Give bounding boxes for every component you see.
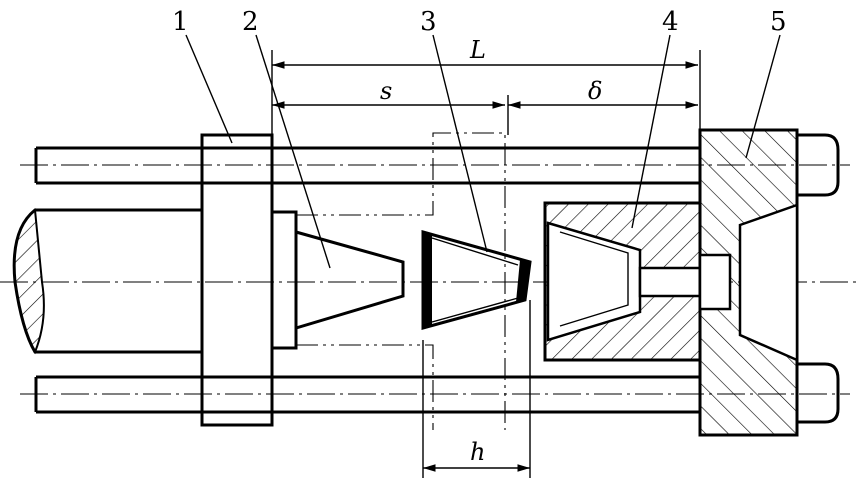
dimension-L — [271, 50, 701, 135]
part-label-4: 4 — [662, 7, 679, 37]
dimension-h — [422, 300, 531, 478]
part-label-5: 5 — [770, 7, 787, 37]
moving-platen — [200, 133, 274, 427]
tie-rod-top — [20, 133, 850, 197]
part-label-3: 3 — [420, 7, 437, 37]
formed-part — [421, 230, 532, 330]
part-label-2: 2 — [242, 7, 259, 37]
dimension-label-s: s — [380, 77, 392, 105]
dimension-label-L: L — [469, 36, 486, 64]
punch — [270, 210, 405, 350]
dimension-delta — [507, 95, 698, 135]
die — [543, 201, 702, 362]
fixed-platen — [698, 128, 799, 437]
dimension-label-delta: δ — [588, 77, 602, 105]
ram-shaft — [12, 208, 202, 355]
dimension-label-h: h — [470, 438, 485, 466]
leader-lines — [185, 34, 781, 269]
part-label-1: 1 — [172, 7, 189, 37]
